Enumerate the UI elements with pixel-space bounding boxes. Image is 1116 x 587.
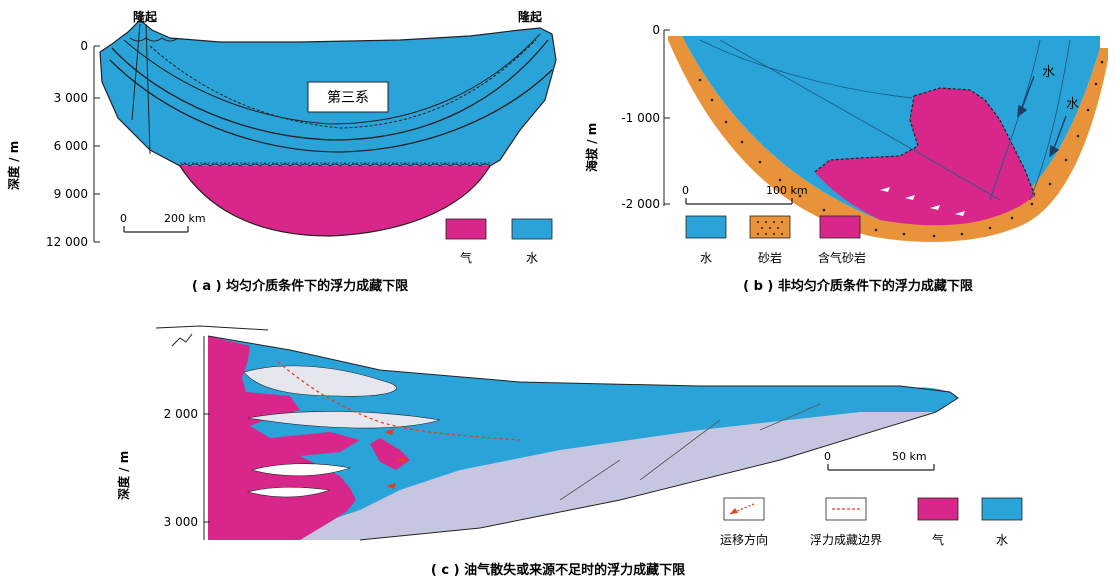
legend-b-water-swatch <box>685 215 727 239</box>
panel-c-caption: ( c ) 油气散失或来源不足时的浮力成藏下限 <box>431 562 686 578</box>
legend-water-label: 水 <box>526 251 538 265</box>
panel-c: 2 000 3 000 深度 / m 0 50 km 运移方向 浮力成藏边界 气… <box>116 325 1023 578</box>
panel-b: 水 水 0 -1 000 -2 000 海拔 / m 0 100 km 水 砂岩… <box>584 23 1108 294</box>
panel-a-scale-zero: 0 <box>120 212 127 225</box>
panel-a-gas <box>180 166 490 236</box>
panel-c-scale-zero: 0 <box>824 450 831 463</box>
panel-a-tick: 12 000 <box>46 235 88 249</box>
panel-a-tick: 9 000 <box>54 187 88 201</box>
legend-b-gassand-swatch <box>819 215 861 239</box>
panel-c-scale-label: 50 km <box>892 450 927 463</box>
formation-label: 第三系 <box>327 89 369 106</box>
legend-b-sand-label: 砂岩 <box>758 250 782 265</box>
uplift-right-label: 隆起 <box>518 9 543 24</box>
panel-c-tick: 3 000 <box>164 515 198 529</box>
panel-a-ylabel: 深度 / m <box>6 141 21 190</box>
panel-b-caption: ( b ) 非均匀介质条件下的浮力成藏下限 <box>743 278 974 294</box>
panel-a: 第三系 隆起 隆起 0 3 000 6 000 9 000 12 000 深度 … <box>6 9 557 294</box>
panel-b-tick: 0 <box>652 23 660 37</box>
panel-a-tick: 0 <box>80 39 88 53</box>
panel-c-ylabel: 深度 / m <box>116 451 131 500</box>
panel-a-tick: 3 000 <box>54 91 88 105</box>
legend-c-boundary-swatch <box>825 497 867 521</box>
legend-c-migration-label: 运移方向 <box>720 532 768 547</box>
legend-c-gas-swatch <box>917 497 959 521</box>
panel-c-tick: 2 000 <box>164 407 198 421</box>
legend-gas-label: 气 <box>460 250 472 265</box>
legend-c-water-label: 水 <box>996 533 1008 547</box>
panel-b-ylabel: 海拔 / m <box>584 123 599 172</box>
panel-b-sandstone <box>668 36 1108 242</box>
migration-marks <box>880 187 965 216</box>
legend-water-swatch <box>511 218 553 240</box>
legend-c-migration-swatch <box>723 497 765 521</box>
legend-c-boundary-label: 浮力成藏边界 <box>810 533 882 547</box>
legend-b-gassand-label: 含气砂岩 <box>818 250 866 265</box>
panel-b-water-label-1: 水 <box>1042 65 1055 80</box>
sandstone-dots <box>698 60 1104 238</box>
uplift-left-label: 隆起 <box>133 9 158 24</box>
panel-a-tick: 6 000 <box>54 139 88 153</box>
panel-a-gas-water-contact <box>179 163 491 167</box>
panel-b-scale-label: 100 km <box>766 184 808 197</box>
panel-b-tick: -1 000 <box>621 111 660 125</box>
legend-c-gas-label: 气 <box>932 532 944 547</box>
legend-gas-swatch <box>445 218 487 240</box>
panel-b-scale-zero: 0 <box>682 184 689 197</box>
panel-a-scale-label: 200 km <box>164 212 206 225</box>
legend-c-water-swatch <box>981 497 1023 521</box>
panel-a-caption: ( a ) 均匀介质条件下的浮力成藏下限 <box>192 278 409 294</box>
legend-b-water-label: 水 <box>700 251 712 265</box>
formation-box <box>307 81 389 113</box>
panel-b-tick: -2 000 <box>621 197 660 211</box>
panel-b-water-label-2: 水 <box>1066 97 1079 112</box>
